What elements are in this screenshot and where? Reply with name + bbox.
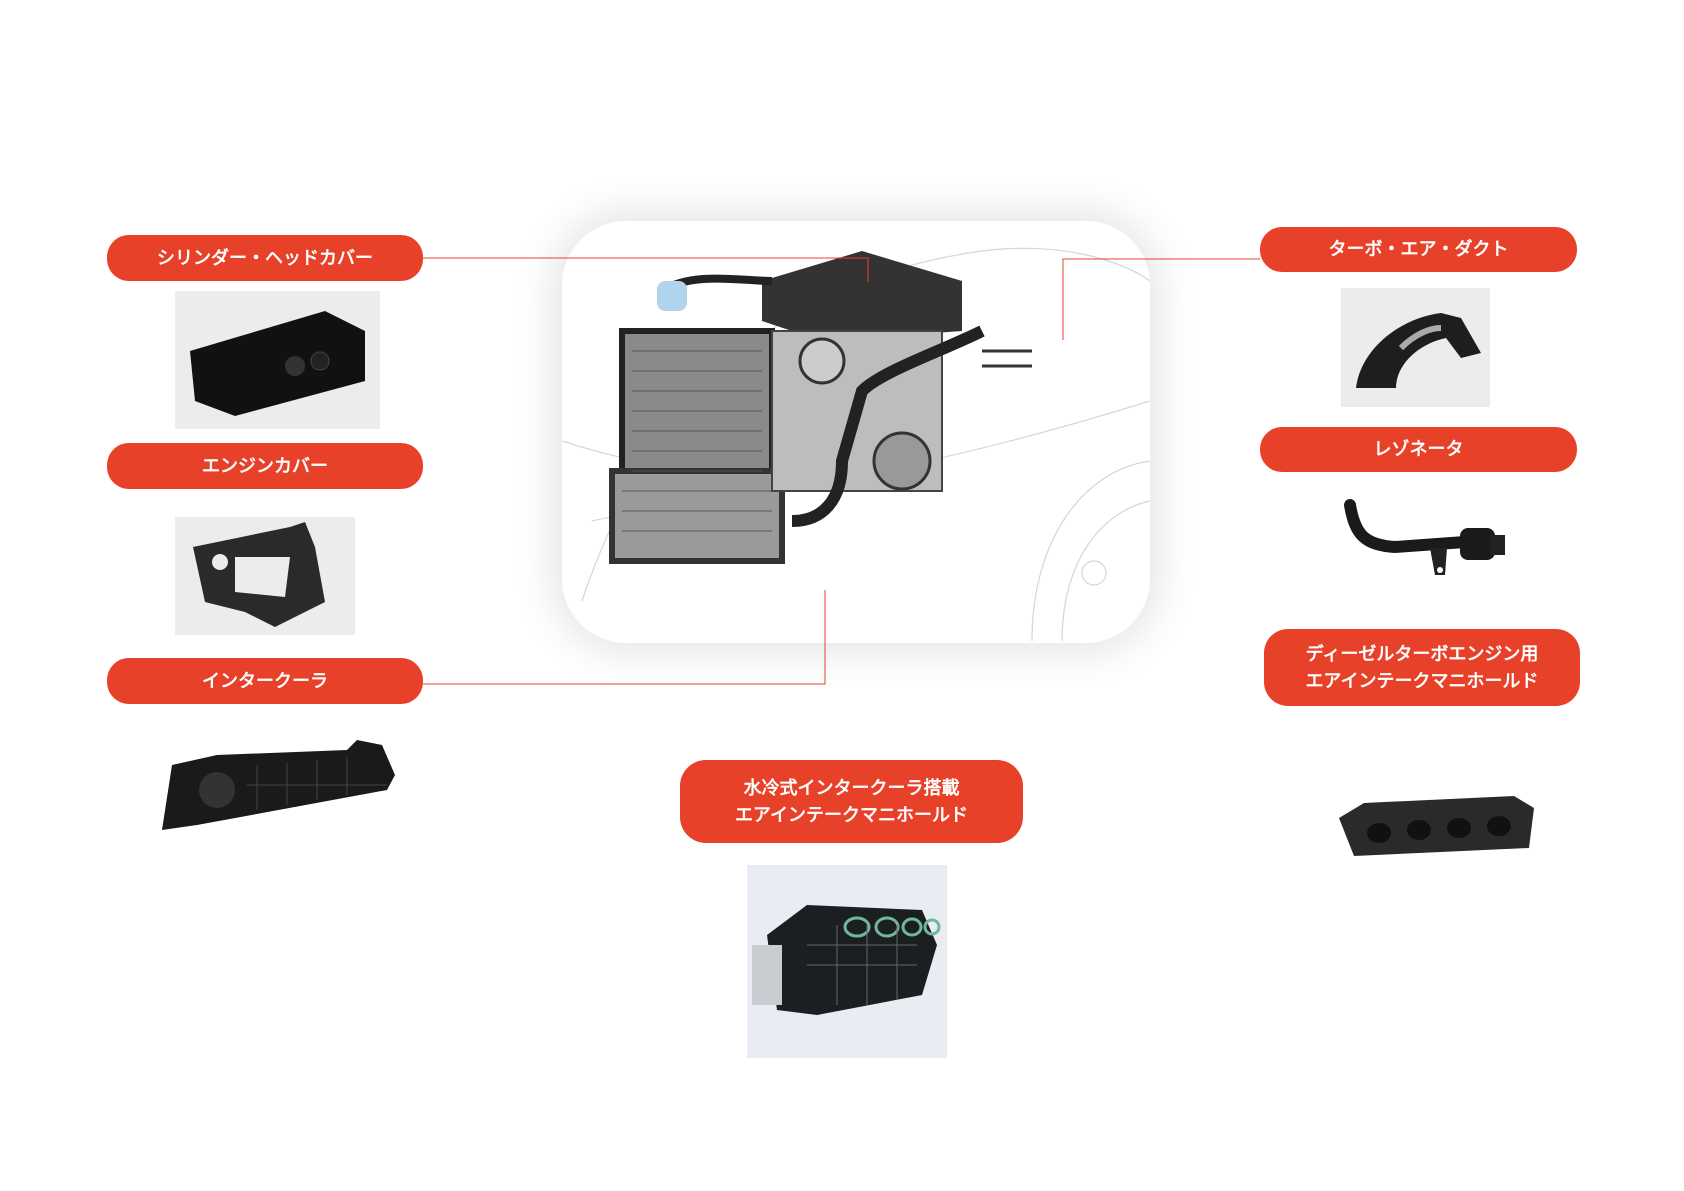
intercooler-photo <box>157 735 400 842</box>
label-engine-cover: エンジンカバー <box>107 443 423 489</box>
label-water-cooled-intake-manifold: 水冷式インタークーラ搭載エアインテークマニホールド <box>680 760 1023 843</box>
label-line-1: ディーゼルターボエンジン用 <box>1305 643 1539 665</box>
label-text: レゾネータ <box>1373 439 1464 460</box>
turbo-air-duct-photo <box>1341 288 1490 407</box>
label-line-2: エアインテークマニホールド <box>734 804 969 826</box>
label-text-block: ディーゼルターボエンジン用エアインテークマニホールド <box>1305 641 1538 695</box>
label-text: インタークーラ <box>202 670 328 692</box>
label-resonator: レゾネータ <box>1260 427 1577 472</box>
label-text: ターボ・エア・ダクト <box>1328 239 1509 260</box>
cylinder-head-cover-photo <box>175 291 380 429</box>
engine-cover-photo <box>175 517 355 635</box>
label-text-block: 水冷式インタークーラ搭載エアインテークマニホールド <box>735 775 968 829</box>
label-turbo-air-duct: ターボ・エア・ダクト <box>1260 227 1577 272</box>
label-cylinder-head-cover: シリンダー・ヘッドカバー <box>107 235 423 281</box>
water-cooled-intake-manifold-photo <box>747 865 947 1058</box>
label-text: シリンダー・ヘッドカバー <box>157 247 373 269</box>
label-diesel-intake-manifold: ディーゼルターボエンジン用エアインテークマニホールド <box>1264 629 1580 706</box>
label-text: エンジンカバー <box>202 455 328 477</box>
label-line-1: 水冷式インタークーラ搭載 <box>743 777 960 799</box>
label-intercooler: インタークーラ <box>107 658 423 704</box>
engine-illustration <box>562 221 1150 643</box>
diesel-intake-manifold-photo <box>1334 778 1539 864</box>
resonator-photo <box>1335 490 1520 590</box>
label-line-2: エアインテークマニホールド <box>1305 670 1539 692</box>
